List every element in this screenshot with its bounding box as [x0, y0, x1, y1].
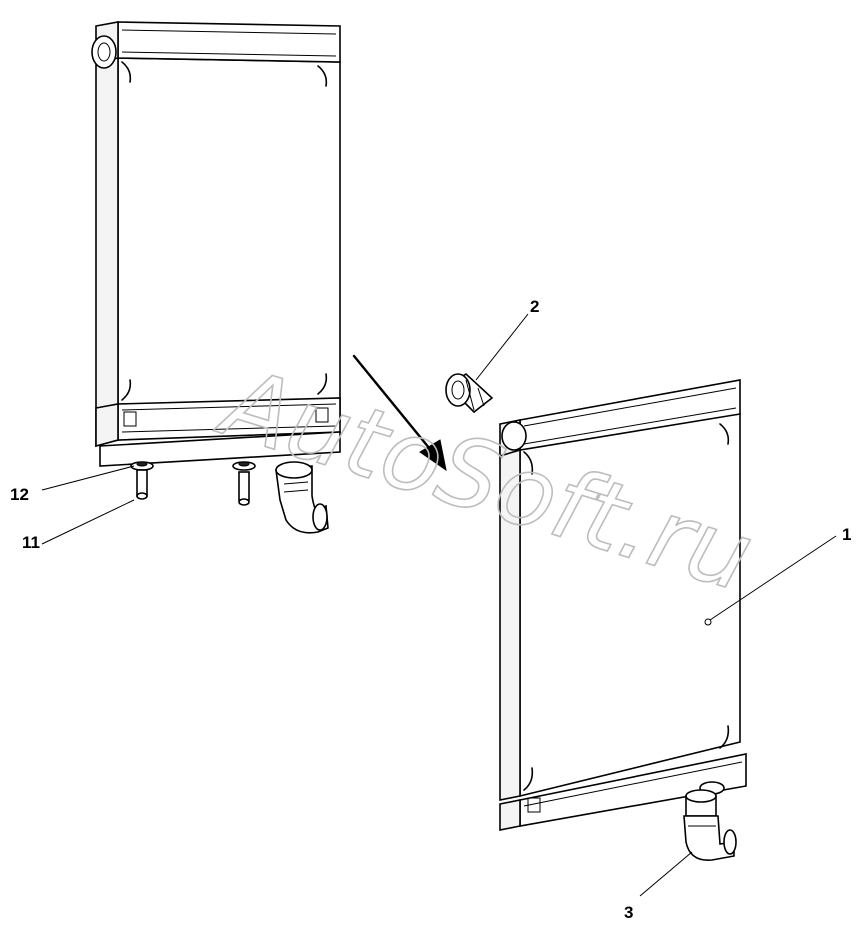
- cooler-exploded-view: [499, 379, 747, 831]
- cooler-installed-view: [91, 21, 341, 534]
- callout-2: 2: [530, 297, 539, 316]
- leader-lines: [41, 313, 837, 897]
- callout-1: 1: [842, 525, 851, 544]
- elbow-fitting-part-3: [683, 789, 737, 861]
- assembly-arrow: [352, 354, 447, 472]
- elbow-fitting-installed: [275, 461, 329, 534]
- callout-11: 11: [22, 533, 40, 552]
- bolt-washer-left: [130, 461, 154, 500]
- callout-12: 12: [10, 485, 29, 504]
- callout-3: 3: [624, 903, 633, 922]
- straight-fitting-part-2: [445, 372, 494, 414]
- bolt-washer-right: [232, 461, 256, 506]
